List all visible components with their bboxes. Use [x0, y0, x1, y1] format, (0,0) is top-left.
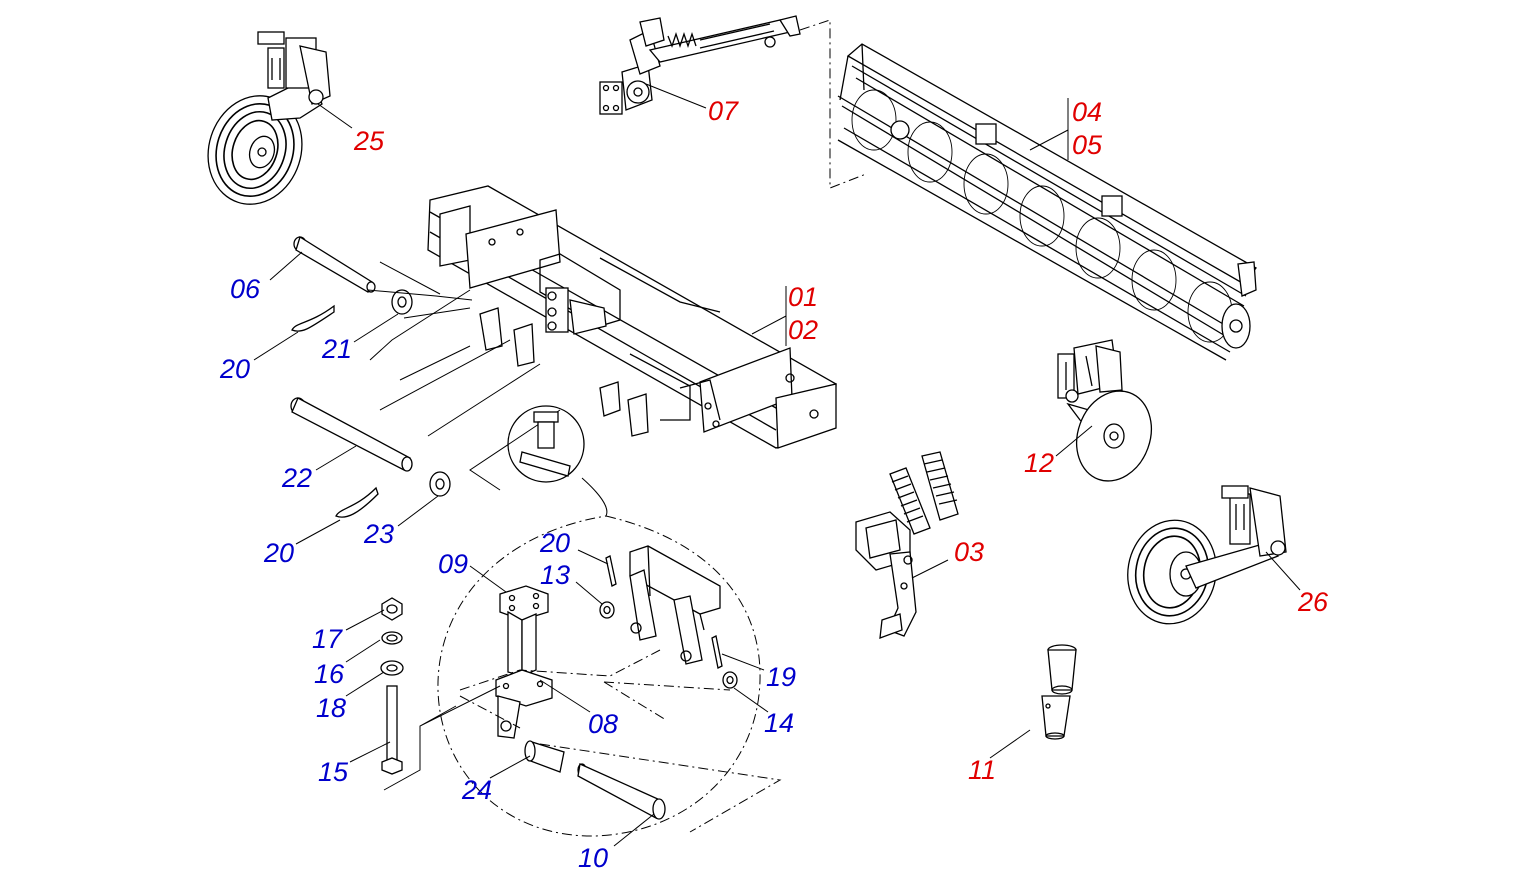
part-label-06: 06: [230, 274, 261, 304]
part-label-23: 23: [363, 519, 394, 549]
cotter-pin-20c: [605, 555, 617, 587]
part-label-20-detail: 20: [539, 528, 570, 558]
part-label-14: 14: [764, 708, 794, 738]
part-label-19: 19: [766, 662, 796, 692]
pin-06: [293, 236, 376, 293]
part-label-17: 17: [312, 624, 343, 654]
cotter-pin-20a: [291, 304, 335, 332]
crumbler-roller-04-05: [837, 43, 1257, 361]
leader-01-02: [751, 286, 787, 346]
callout-tail: [581, 477, 608, 517]
gauge-wheel-assembly-25: [207, 31, 331, 205]
leader-lines: [253, 83, 1301, 847]
part-label-11: 11: [968, 755, 996, 785]
part-label-15: 15: [318, 757, 349, 787]
lock-washer-16: [381, 631, 403, 645]
part-label-05: 05: [1072, 130, 1103, 160]
part-label-18: 18: [316, 693, 346, 723]
washer-13: [599, 601, 615, 619]
bushing-24: [524, 740, 565, 773]
main-frame-01-02: [427, 185, 837, 449]
cotter-pin-20b: [335, 486, 379, 518]
part-label-22: 22: [281, 463, 312, 493]
part-label-13: 13: [540, 560, 570, 590]
part-label-25: 25: [353, 126, 385, 156]
part-label-12: 12: [1024, 448, 1054, 478]
washer-18: [380, 660, 404, 676]
part-label-02: 02: [788, 315, 818, 345]
part-label-08: 08: [588, 709, 618, 739]
detail-callout-small: [507, 405, 585, 483]
sleeve-tube-11: [1041, 644, 1077, 740]
spring-tine-03: [855, 451, 959, 639]
part-label-09: 09: [438, 549, 468, 579]
washer-21: [391, 289, 413, 315]
part-label-16: 16: [314, 659, 345, 689]
part-label-24: 24: [461, 775, 492, 805]
dashdot-guide-detail: [459, 649, 782, 833]
guide-line-mid: [369, 289, 561, 491]
mount-bracket-09-08: [495, 585, 553, 739]
disc-coulter-12: [1057, 339, 1152, 482]
hitch-arm-07: [599, 15, 801, 115]
nut-17: [381, 597, 403, 621]
part-label-07: 07: [708, 96, 739, 126]
dashdot-guide-07: [799, 19, 867, 189]
leader-04-05: [1029, 98, 1069, 160]
guide-line-upper: [367, 261, 473, 319]
pin-19: [711, 635, 723, 669]
part-label-01: 01: [788, 282, 818, 312]
pin-10: [577, 763, 666, 820]
washer-23: [429, 471, 451, 497]
bolt-15: [381, 685, 403, 775]
pin-22: [290, 397, 413, 472]
part-label-26: 26: [1297, 587, 1329, 617]
guide-line-lower: [383, 685, 501, 791]
gauge-wheel-assembly-26: [1127, 485, 1287, 625]
part-label-03: 03: [954, 537, 984, 567]
part-label-10: 10: [578, 843, 608, 873]
part-label-20-upper: 20: [219, 354, 250, 384]
washer-14: [722, 671, 738, 689]
clevis-yoke: [629, 545, 721, 665]
detail-callout-large: [437, 515, 761, 837]
part-label-21: 21: [321, 334, 352, 364]
part-label-20-lower: 20: [263, 538, 294, 568]
part-label-04: 04: [1072, 97, 1102, 127]
